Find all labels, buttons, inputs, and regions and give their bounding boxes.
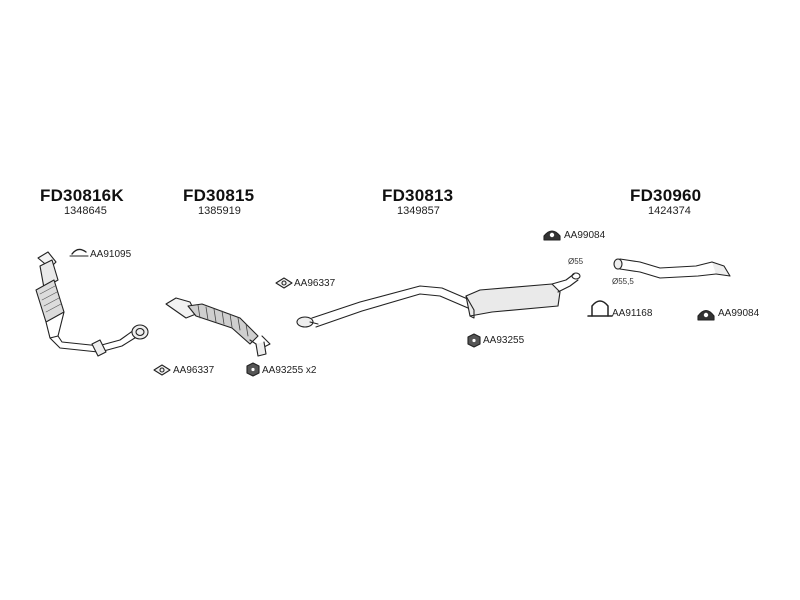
- part-code-fd30813: FD30813: [382, 186, 454, 205]
- part-code-fd30816k: FD30816K: [40, 186, 124, 205]
- accessory-label-aa93255: AA93255: [483, 335, 525, 346]
- accessory-label-aa99084-b: AA99084: [718, 308, 760, 319]
- clamp-icon-aa91095: [69, 248, 89, 257]
- nut-icon-aa93255: [467, 333, 481, 348]
- oem-number-fd30960: 1424374: [648, 205, 691, 217]
- oem-number-fd30815: 1385919: [198, 205, 241, 217]
- accessory-label-aa91168: AA91168: [612, 308, 653, 319]
- accessory-label-aa99084-a: AA99084: [564, 230, 606, 241]
- part-code-fd30815: FD30815: [183, 186, 255, 205]
- diameter-label-55: Ø55: [568, 257, 584, 266]
- oem-number-fd30813: 1349857: [397, 205, 440, 217]
- tail-pipe-part: [613, 258, 731, 279]
- oem-number-fd30816k: 1348645: [64, 205, 107, 217]
- diameter-label-55-5: Ø55,5: [612, 277, 634, 286]
- accessory-label-aa93255-x2: AA93255 x2: [262, 365, 317, 376]
- accessory-label-aa96337-b: AA96337: [173, 365, 215, 376]
- gasket-icon-aa96337-a: [275, 277, 293, 289]
- flex-pipe-part: [165, 297, 271, 357]
- rubber-mount-icon-aa99084-b: [697, 309, 715, 321]
- gasket-icon-aa96337-b: [153, 364, 171, 376]
- accessory-label-aa91095: AA91095: [90, 249, 132, 260]
- accessory-label-aa96337-a: AA96337: [294, 278, 336, 289]
- rubber-mount-icon-aa99084-a: [543, 230, 561, 241]
- middle-silencer-part: [296, 272, 581, 328]
- u-clamp-icon-aa91168: [587, 300, 613, 317]
- nut-icon-aa93255-x2: [246, 362, 260, 377]
- part-code-fd30960: FD30960: [630, 186, 702, 205]
- catalytic-converter-part: [35, 251, 149, 357]
